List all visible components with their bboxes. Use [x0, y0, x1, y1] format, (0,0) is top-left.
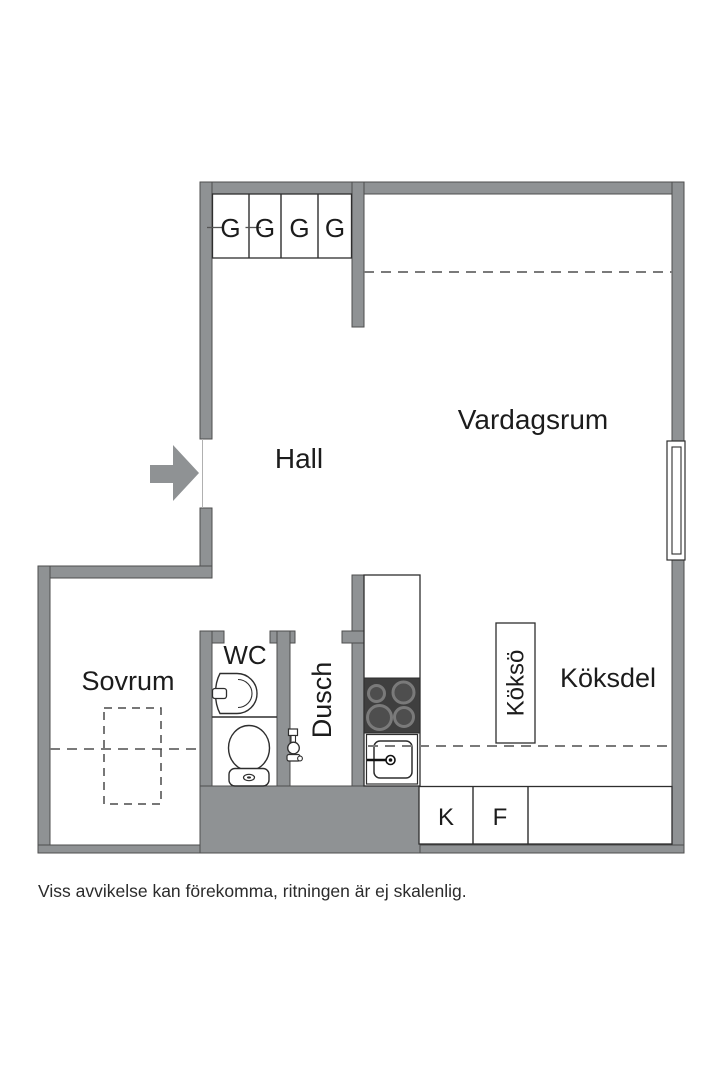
sink-faucet-dot: [388, 758, 393, 762]
toilet-button-dot: [247, 776, 251, 779]
room-label-livingroom: Vardagsrum: [458, 404, 608, 435]
walls: [37, 181, 685, 854]
wall-left-outer: [37, 565, 51, 854]
wall-shower-door-stub: [341, 630, 365, 644]
entrance-arrow-icon: [150, 445, 199, 501]
appliance-row-outline: [418, 785, 673, 845]
washbasin-inner: [237, 678, 253, 709]
wall-wc-left: [199, 630, 213, 788]
room-label-hall: Hall: [275, 443, 323, 474]
room-label-shower: Dusch: [307, 662, 337, 739]
room-label-wc: WC: [223, 640, 266, 670]
shower-hose: [297, 755, 303, 762]
bed-dashed-outline: [103, 707, 162, 805]
disclaimer-text: Viss avvikelse kan förekomma, ritningen …: [38, 881, 467, 901]
burner-icon: [391, 680, 416, 705]
wall-bedroom-top: [37, 565, 213, 579]
closet-label: G: [220, 213, 240, 243]
toilet-bowl: [227, 724, 271, 772]
shower-head: [287, 741, 300, 755]
freezer-label: F: [493, 804, 508, 831]
room-label-kitchen-area: Köksdel: [560, 663, 656, 693]
room-label-bedroom: Sovrum: [81, 666, 174, 696]
wall-kitchen-left: [351, 574, 365, 791]
kitchen-counter: [363, 574, 421, 787]
wall-bottom-block: [199, 785, 421, 854]
fridge-label: K: [438, 804, 454, 831]
room-label-kitchen-island: Köksö: [503, 650, 530, 717]
kitchen-sink-icon: [365, 733, 419, 785]
burner-icon: [366, 704, 393, 731]
washbasin-outer: [214, 672, 258, 715]
window-glass: [671, 446, 682, 555]
wall-closet-right: [351, 181, 365, 328]
washbasin-icon: [211, 672, 258, 715]
closet-outline: [211, 193, 353, 259]
kitchen-island-outline: [495, 622, 536, 744]
wc-fixtures: [211, 672, 277, 787]
burner-icon: [393, 706, 415, 728]
toilet-icon: [227, 724, 271, 787]
closet-row: G G G G: [207, 193, 353, 259]
burner-icon: [367, 684, 386, 703]
wall-wc-shower: [276, 630, 291, 788]
wall-left-upper: [199, 181, 213, 440]
closet-label: G: [325, 213, 345, 243]
wall-top: [199, 181, 685, 195]
appliance-row: K F: [418, 785, 673, 845]
shower-pipe: [290, 734, 297, 744]
shower-mixer-icon: [286, 728, 303, 762]
shower-valve: [287, 728, 299, 737]
closet-label: G: [255, 213, 275, 243]
closet-label: G: [289, 213, 309, 243]
washbasin-tap: [211, 687, 228, 700]
window: [666, 440, 686, 561]
